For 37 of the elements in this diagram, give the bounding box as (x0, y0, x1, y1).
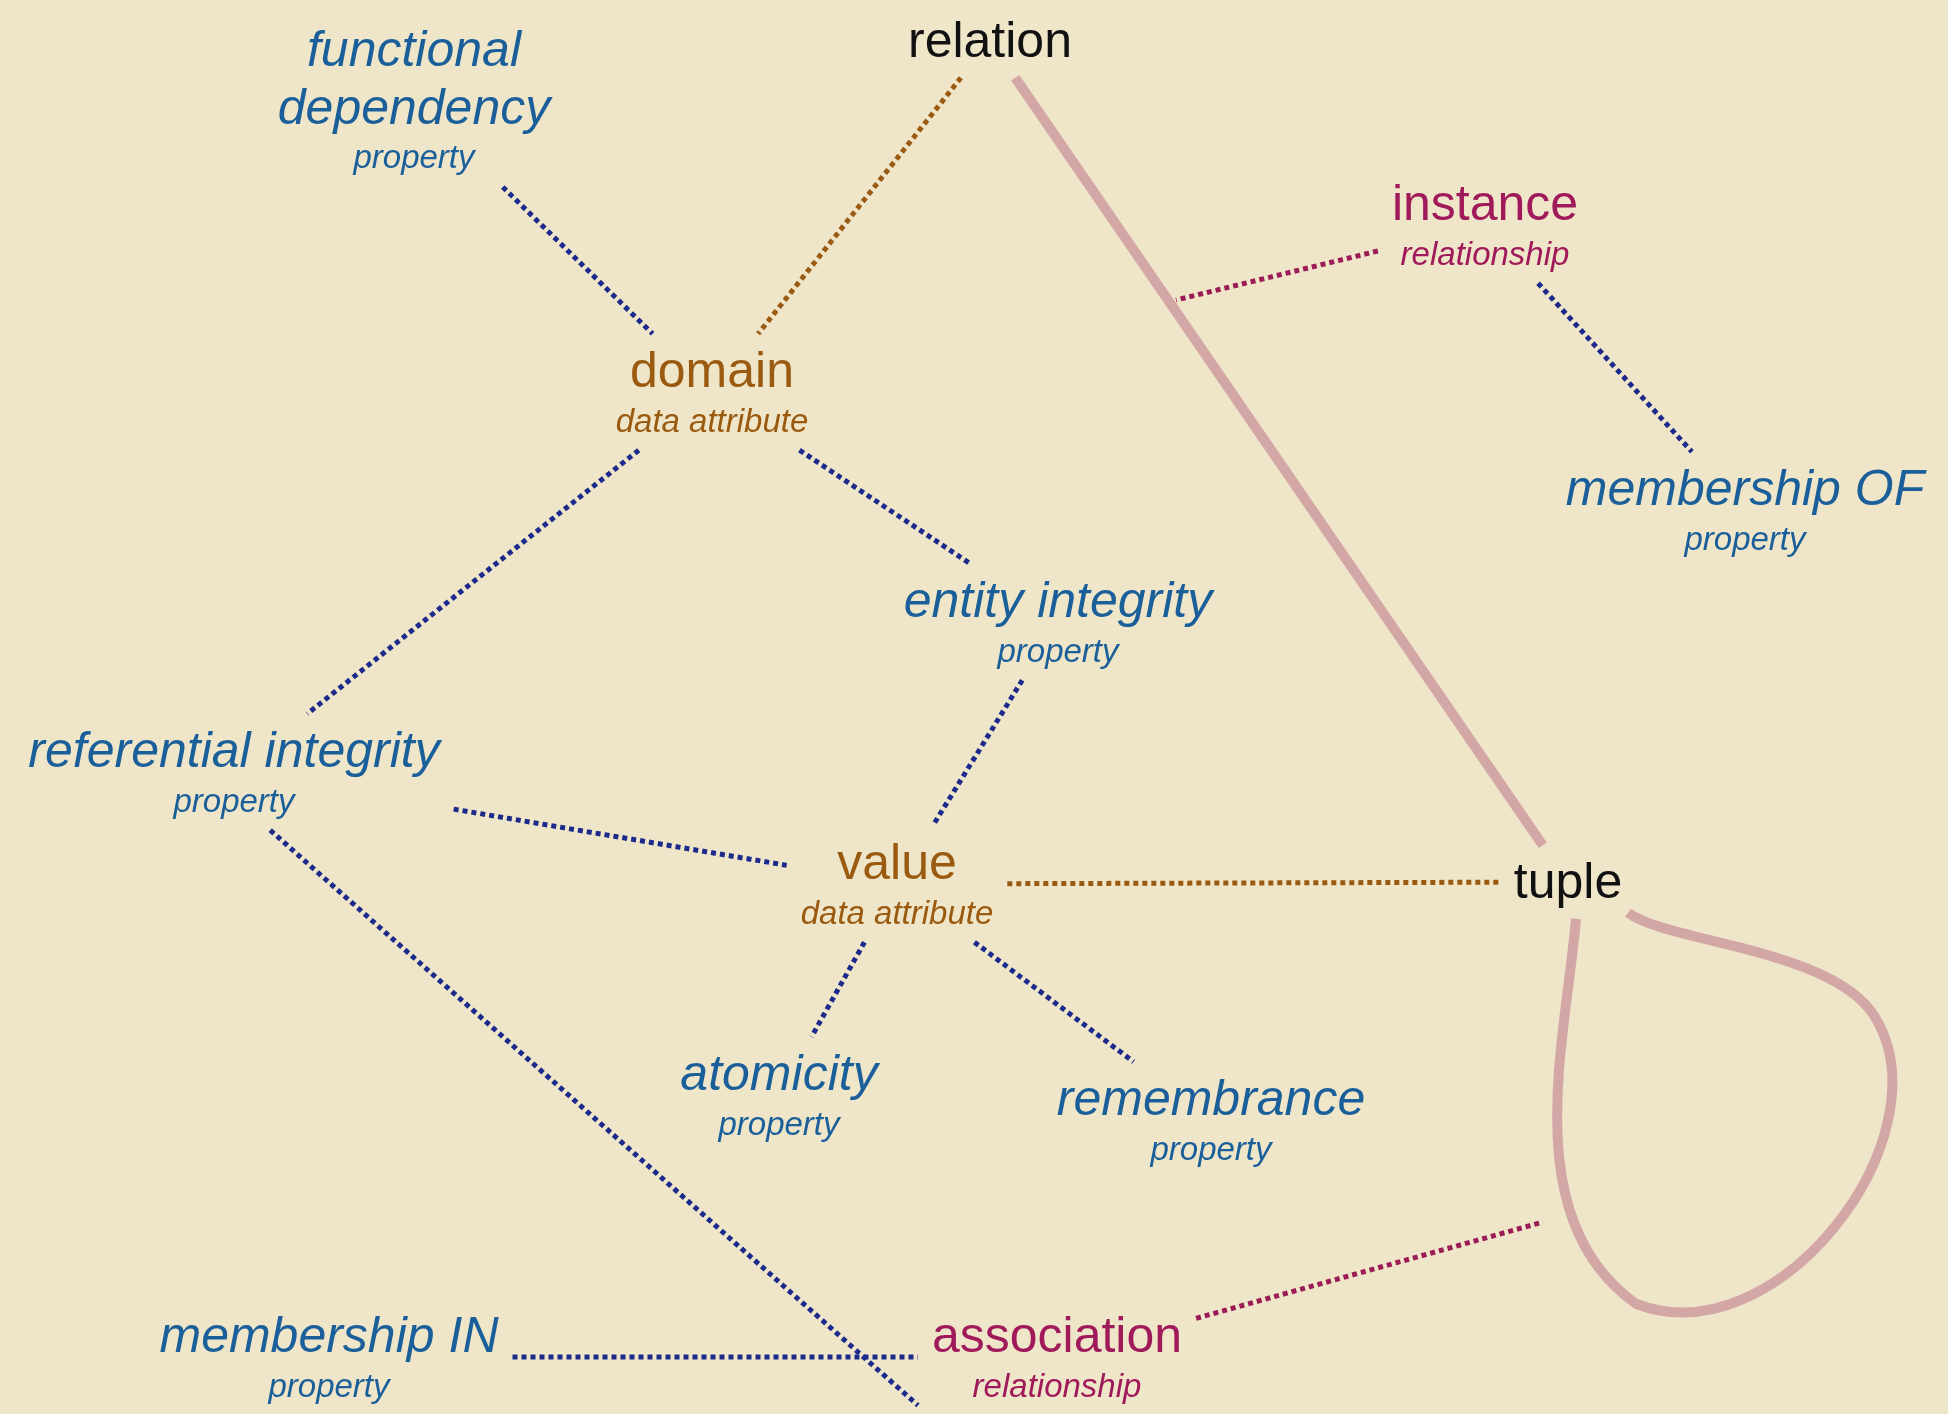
node-type-label: property (1148, 1128, 1274, 1169)
node-title: atomicity (680, 1044, 878, 1103)
node-type-label: data attribute (800, 892, 994, 933)
node-title: entity integrity (903, 571, 1213, 630)
node-title: referential integrity (28, 721, 440, 780)
node-type-label: property (351, 137, 477, 178)
dotted-connector (756, 76, 963, 336)
node-title: relation (908, 12, 1072, 70)
node-type-label: property (266, 1365, 392, 1406)
node-title: membership OF (1565, 459, 1925, 518)
dotted-connector (1007, 879, 1500, 887)
node-title: domain (629, 341, 795, 400)
node-type-label: data attribute (615, 400, 809, 441)
node-type-label: relationship (1399, 233, 1571, 274)
dotted-connector (809, 940, 867, 1039)
dotted-connector (798, 448, 972, 566)
node-type-label: property (995, 630, 1121, 671)
node-type-label: property (1682, 518, 1808, 559)
node-title: value (836, 833, 958, 892)
dotted-connector (453, 806, 788, 868)
node-title: functional dependency (276, 21, 554, 137)
dotted-connector (972, 940, 1136, 1064)
dotted-connector (1175, 248, 1379, 303)
node-type-label: property (171, 780, 297, 821)
node-title: membership IN (159, 1306, 499, 1365)
node-title: association (931, 1306, 1183, 1365)
node-title: instance (1391, 174, 1579, 233)
node-type-label: property (716, 1103, 842, 1144)
dotted-connector (1536, 281, 1694, 454)
dotted-connector (268, 828, 920, 1408)
node-title: tuple (1513, 853, 1623, 911)
dotted-connector (501, 185, 655, 336)
node-title: remembrance (1056, 1069, 1366, 1128)
dotted-connector (305, 448, 641, 716)
connector-line (1552, 908, 1897, 1317)
node-type-label: relationship (971, 1365, 1143, 1406)
connector-line (1011, 74, 1547, 849)
